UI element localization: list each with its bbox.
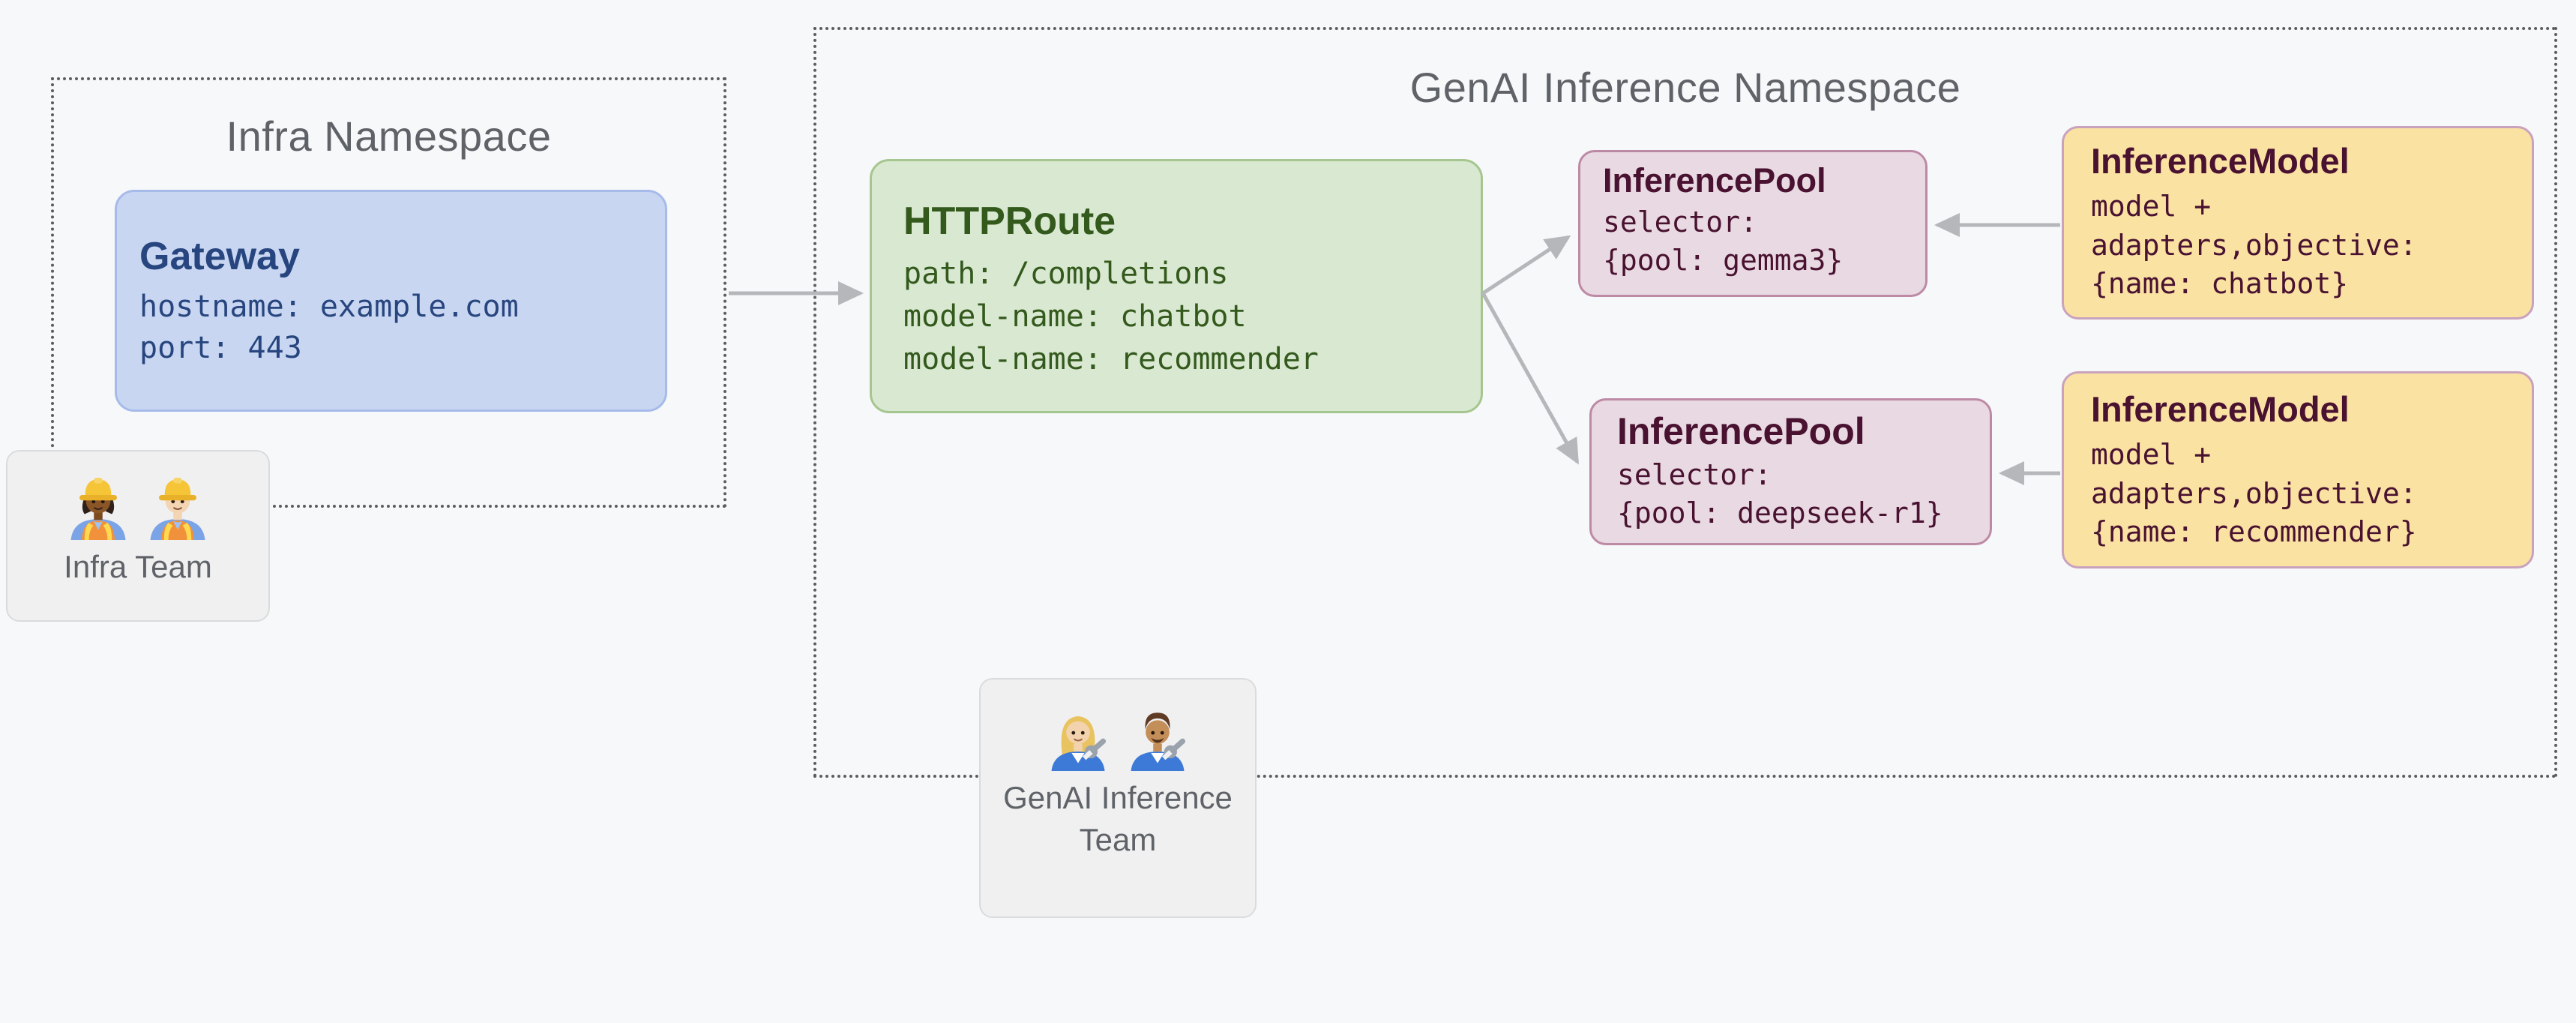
- model-recommender-line2: adapters,objective:: [2091, 476, 2417, 510]
- genai-team-box: GenAI Inference Team: [979, 678, 1257, 918]
- inference-model-recommender-box: InferenceModel model + adapters,objectiv…: [2062, 371, 2534, 568]
- woman-construction-worker-icon: [70, 477, 126, 540]
- inference-pool-deepseek-box: InferencePool selector: {pool: deepseek-…: [1589, 398, 1992, 545]
- gateway-title: Gateway: [139, 235, 300, 278]
- infra-team-label: Infra Team: [64, 549, 212, 584]
- woman-mechanic-icon: [1051, 716, 1107, 771]
- man-mechanic-icon: [1131, 712, 1186, 771]
- arrow-httproute-to-pool-deepseek: [1481, 292, 1580, 465]
- infra-team-icons: [62, 468, 214, 540]
- genai-namespace-box: GenAI Inference Namespace: [813, 27, 2557, 778]
- model-recommender-line1: model +: [2091, 438, 2212, 471]
- infra-namespace-title: Infra Namespace: [226, 112, 552, 160]
- inference-pool-gemma3-box: InferencePool selector: {pool: gemma3}: [1578, 150, 1928, 297]
- httproute-path: path: /completions: [903, 256, 1229, 291]
- genai-team-icons: [1042, 699, 1194, 771]
- man-construction-worker-icon: [150, 477, 205, 540]
- gateway-port: port: 443: [139, 331, 302, 366]
- pool-gemma3-value: {pool: gemma3}: [1603, 243, 1844, 277]
- arrow-httproute-to-pool-gemma3: [1481, 235, 1571, 296]
- infra-team-box: Infra Team: [6, 450, 270, 622]
- model-chatbot-line2: adapters,objective:: [2091, 228, 2417, 262]
- httproute-model-recommender: model-name: recommender: [903, 341, 1319, 376]
- infra-namespace-box: Infra Namespace: [51, 77, 726, 508]
- genai-namespace-title: GenAI Inference Namespace: [1409, 64, 1961, 111]
- gateway-hostname: hostname: example.com: [139, 290, 519, 324]
- httproute-model-chatbot: model-name: chatbot: [903, 298, 1247, 334]
- model-chatbot-line1: model +: [2091, 190, 2212, 223]
- httproute-title: HTTPRoute: [903, 200, 1116, 243]
- pool-deepseek-value: {pool: deepseek-r1}: [1617, 496, 1943, 530]
- inference-model-chatbot-title: InferenceModel: [2091, 141, 2350, 181]
- pool-deepseek-selector: selector:: [1617, 458, 1772, 491]
- inference-pool-deepseek-title: InferencePool: [1617, 410, 1865, 452]
- httproute-box: HTTPRoute path: /completions model-name:…: [870, 159, 1483, 413]
- inference-pool-gemma3-title: InferencePool: [1603, 161, 1826, 200]
- model-recommender-line3: {name: recommender}: [2091, 515, 2417, 549]
- pool-gemma3-selector: selector:: [1603, 206, 1757, 238]
- model-chatbot-line3: {name: chatbot}: [2091, 267, 2349, 301]
- genai-team-label: GenAI Inference Team: [1003, 780, 1233, 857]
- gateway-box: Gateway hostname: example.com port: 443: [115, 190, 667, 412]
- inference-model-chatbot-box: InferenceModel model + adapters,objectiv…: [2062, 126, 2534, 320]
- inference-model-recommender-title: InferenceModel: [2091, 389, 2350, 429]
